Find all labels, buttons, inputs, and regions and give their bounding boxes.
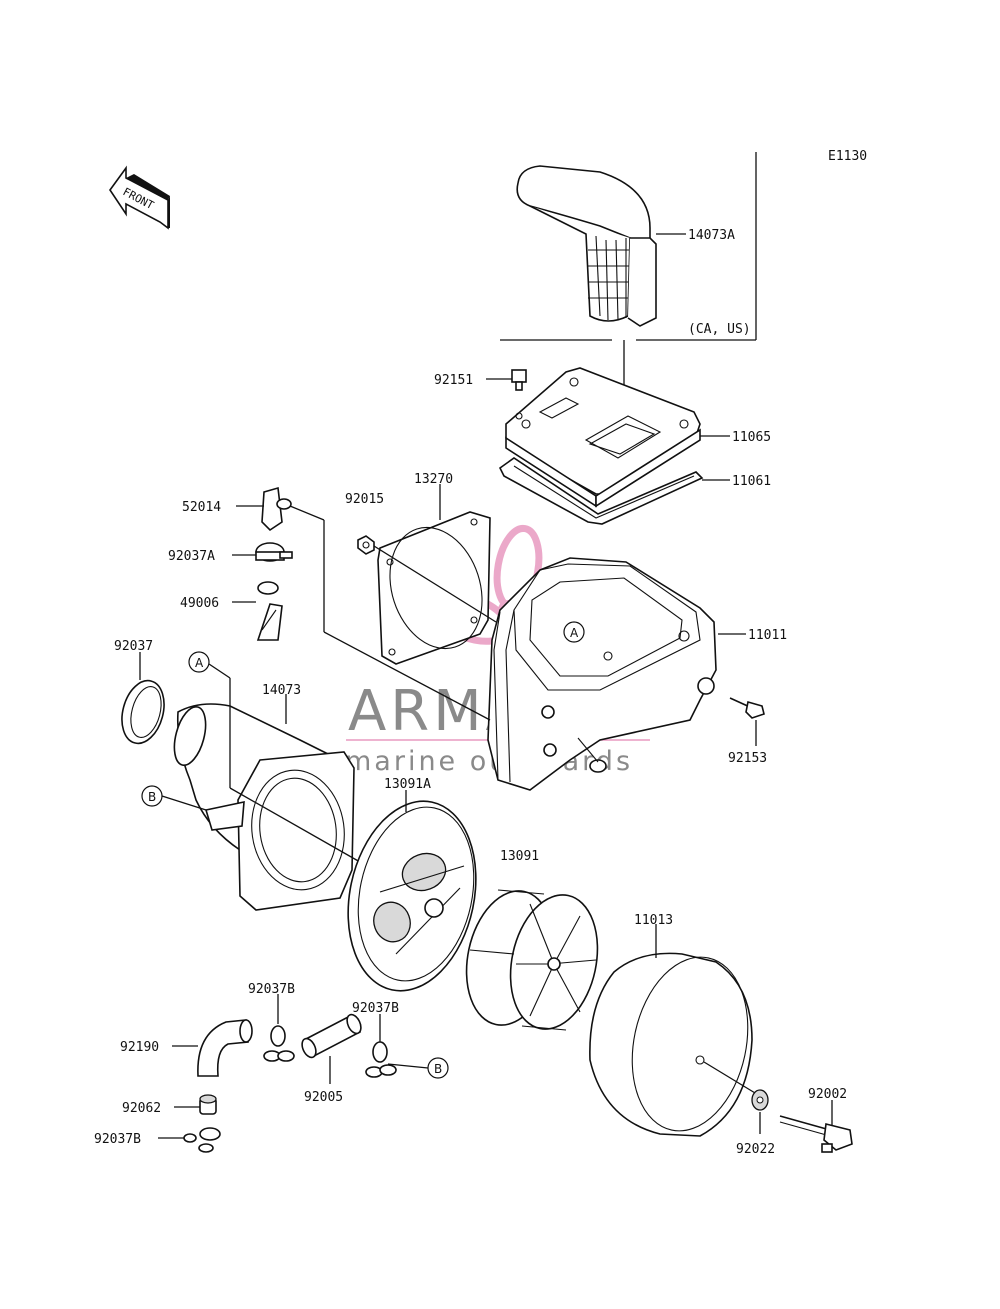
callout-b-duct: B [141, 785, 207, 811]
part-11013-filter-element [589, 952, 753, 1137]
part-13091a-filter-cover [347, 800, 477, 992]
part-92005-pipe [301, 1013, 362, 1059]
label-92190: 92190 [120, 1040, 159, 1055]
label-92151: 92151 [434, 373, 473, 388]
part-52014-fitting [261, 486, 292, 532]
part-92037a-clamp [255, 542, 293, 562]
part-11065-lid [505, 367, 701, 508]
front-arrow-icon: FRONT [109, 165, 170, 230]
region-note: (CA, US) [688, 322, 751, 337]
label-49006: 49006 [180, 596, 219, 611]
part-92037-band [121, 679, 165, 745]
callout-a-airbox: A [563, 621, 585, 643]
part-92037b-clip-3 [183, 1127, 221, 1153]
part-92022-washer [751, 1089, 769, 1111]
label-92005: 92005 [304, 1090, 343, 1105]
label-92153: 92153 [728, 751, 767, 766]
label-92002: 92002 [808, 1087, 847, 1102]
callout-b-pipe: B [427, 1057, 449, 1079]
label-52014: 52014 [182, 500, 221, 515]
label-13091a: 13091A [384, 777, 431, 792]
part-92151-bolt [511, 369, 527, 420]
region-bracket [500, 152, 757, 341]
svg-text:B: B [434, 1062, 442, 1076]
part-14073-intake-duct [173, 703, 355, 911]
part-92153-bolt [729, 697, 765, 719]
part-49006-valve [256, 581, 283, 641]
part-92037b-clip-1 [263, 1025, 295, 1062]
part-92037b-clip-2 [365, 1041, 397, 1078]
label-11013: 11013 [634, 913, 673, 928]
label-14073a: 14073A [688, 228, 735, 243]
part-92002-stud [779, 1115, 853, 1153]
callout-a-duct: A [188, 651, 361, 863]
leader-to-b [387, 1063, 429, 1069]
label-92062: 92062 [122, 1101, 161, 1116]
part-92062-cap [199, 1094, 217, 1115]
label-92037b-2: 92037B [352, 1001, 399, 1016]
watermark-tagline: marine outboards [345, 746, 633, 777]
part-11011-airbox [487, 557, 717, 791]
label-11011: 11011 [748, 628, 787, 643]
label-13270: 13270 [414, 472, 453, 487]
part-13091-filter-cage [465, 889, 599, 1031]
part-92015-nut [357, 535, 375, 555]
leader-52014-path [289, 505, 325, 521]
label-14073: 14073 [262, 683, 301, 698]
label-13091: 13091 [500, 849, 539, 864]
label-92037b-3: 92037B [94, 1132, 141, 1147]
label-11065: 11065 [732, 430, 771, 445]
svg-text:A: A [570, 626, 579, 640]
part-11061-gasket [498, 457, 704, 525]
leader-11013-axis [703, 1061, 761, 1097]
leader-92015-path [373, 545, 497, 623]
label-92022: 92022 [736, 1142, 775, 1157]
label-92037: 92037 [114, 639, 153, 654]
part-13270-plate [377, 511, 491, 665]
label-92015: 92015 [345, 492, 384, 507]
label-92037b-1: 92037B [248, 982, 295, 997]
leader-52014-path3 [323, 631, 491, 721]
svg-text:A: A [195, 656, 204, 670]
diagram-code: E1130 [828, 149, 867, 164]
label-11061: 11061 [732, 474, 771, 489]
part-14073a-intake-cover [516, 165, 657, 327]
part-92190-hose [197, 1019, 253, 1077]
label-92037a: 92037A [168, 549, 215, 564]
svg-text:B: B [148, 790, 156, 804]
